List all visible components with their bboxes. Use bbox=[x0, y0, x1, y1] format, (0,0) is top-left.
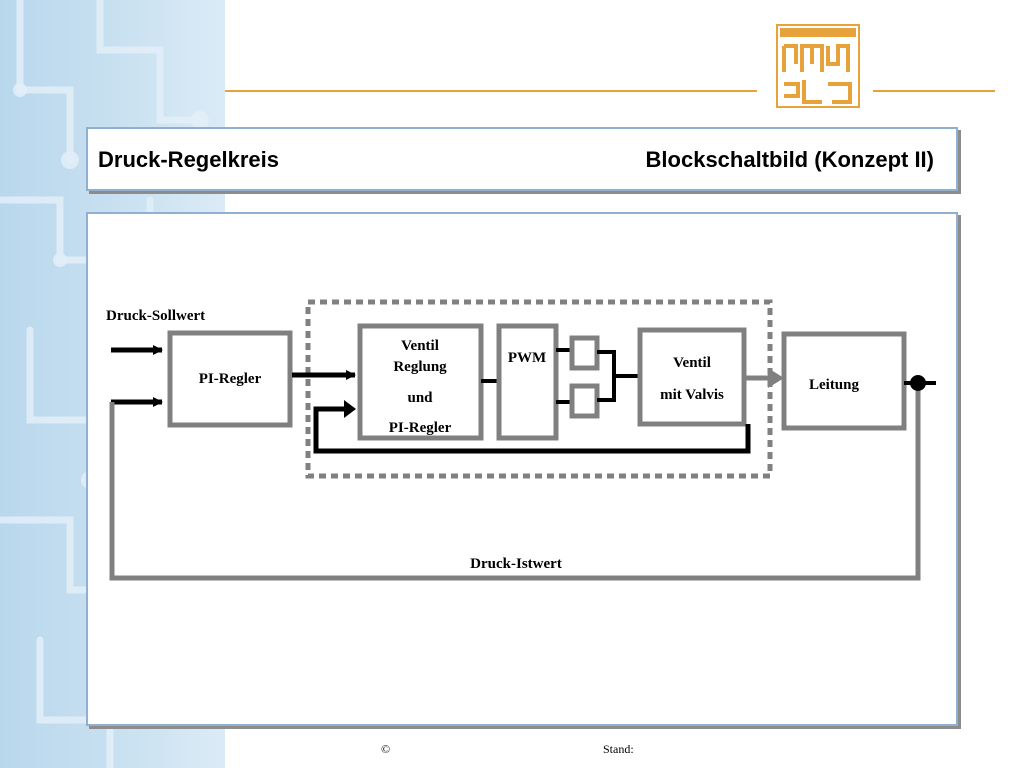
feedback-label: Druck-Istwert bbox=[470, 556, 562, 572]
pi-regler-block bbox=[167, 330, 293, 428]
output-node bbox=[910, 375, 926, 391]
title-bar: Druck-Regelkreis Blockschaltbild (Konzep… bbox=[86, 127, 958, 191]
company-logo bbox=[776, 24, 860, 108]
inner-feedback-loop bbox=[313, 406, 751, 454]
setpoint-label: Druck-Sollwert bbox=[106, 308, 205, 324]
pi-regler-label: PI-Regler bbox=[199, 371, 262, 387]
header-rule-left bbox=[225, 90, 757, 92]
leitung-block bbox=[781, 331, 907, 431]
outer-feedback-loop bbox=[109, 391, 921, 581]
ventil-valvis-label-1: Ventil bbox=[673, 355, 711, 371]
ventil-valvis-block bbox=[637, 327, 747, 427]
page-title: Druck-Regelkreis bbox=[98, 147, 279, 172]
ventil-valvis-label-2: mit Valvis bbox=[660, 387, 724, 403]
switch-merge-line bbox=[597, 350, 638, 402]
switch-block-lower bbox=[569, 383, 600, 419]
pwm-block bbox=[496, 323, 559, 441]
ventil-reglung-label-1: Ventil bbox=[401, 338, 439, 354]
pwm-label: PWM bbox=[508, 350, 546, 366]
footer-copyright: © bbox=[381, 742, 391, 756]
inner-feedback-arrowhead bbox=[344, 400, 356, 418]
ventil-reglung-label-3: und bbox=[407, 390, 433, 406]
content-frame bbox=[86, 212, 958, 726]
page-subtitle: Blockschaltbild (Konzept II) bbox=[645, 147, 934, 172]
switch-block-upper bbox=[569, 335, 600, 371]
valvis-to-leitung-arrowhead bbox=[768, 368, 784, 388]
header-rule-right bbox=[873, 90, 995, 92]
ventil-reglung-label-2: Reglung bbox=[393, 359, 447, 375]
controller-boundary bbox=[305, 299, 773, 479]
ventil-reglung-label-4: PI-Regler bbox=[389, 420, 452, 436]
ventil-reglung-block bbox=[357, 323, 484, 441]
footer-stand: Stand: bbox=[603, 742, 634, 756]
leitung-label: Leitung bbox=[809, 377, 860, 393]
